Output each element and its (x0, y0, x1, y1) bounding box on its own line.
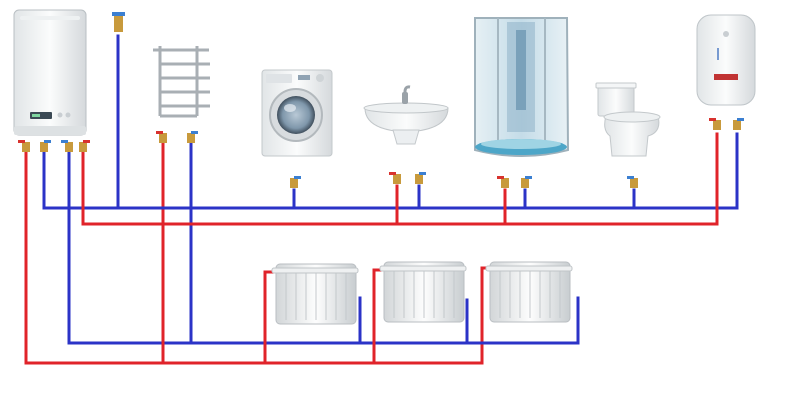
valve-cold-inlet (112, 12, 125, 32)
pipe-heating-flow (24, 151, 490, 365)
valve-icon (18, 12, 744, 188)
radiator-1 (271, 263, 359, 325)
valve-heater-hot (709, 118, 721, 130)
radiator-icon (271, 261, 573, 325)
valve-boiler-1 (18, 140, 30, 152)
radiator-2 (379, 261, 467, 323)
valve-boiler-3 (61, 140, 73, 152)
pipe-network (24, 34, 739, 365)
washing-machine-icon (261, 69, 333, 157)
towel-rail-icon (153, 46, 210, 118)
valve-towel-cold (187, 131, 198, 143)
radiator-3 (485, 261, 573, 323)
valve-shower-cold (521, 176, 532, 188)
toilet-icon (595, 82, 661, 157)
valve-boiler-4 (79, 140, 90, 152)
pipe-return-rad3 (465, 296, 580, 345)
pipe-hot-main (81, 132, 719, 226)
valve-toilet (627, 176, 638, 188)
valve-basin-hot (389, 172, 401, 184)
shower-cabin-icon (474, 17, 570, 157)
valve-towel-hot (156, 131, 167, 143)
gas-boiler-icon (13, 9, 87, 136)
pipe-cold-main (42, 132, 739, 210)
valve-boiler-2 (40, 140, 51, 152)
water-heater-icon (696, 14, 756, 106)
pipe-heating-return (67, 151, 362, 345)
valve-basin-cold (415, 172, 426, 184)
valve-washer (290, 176, 301, 188)
washbasin-icon (363, 85, 449, 145)
valve-heater-cold (733, 118, 744, 130)
valve-shower-hot (497, 176, 509, 188)
